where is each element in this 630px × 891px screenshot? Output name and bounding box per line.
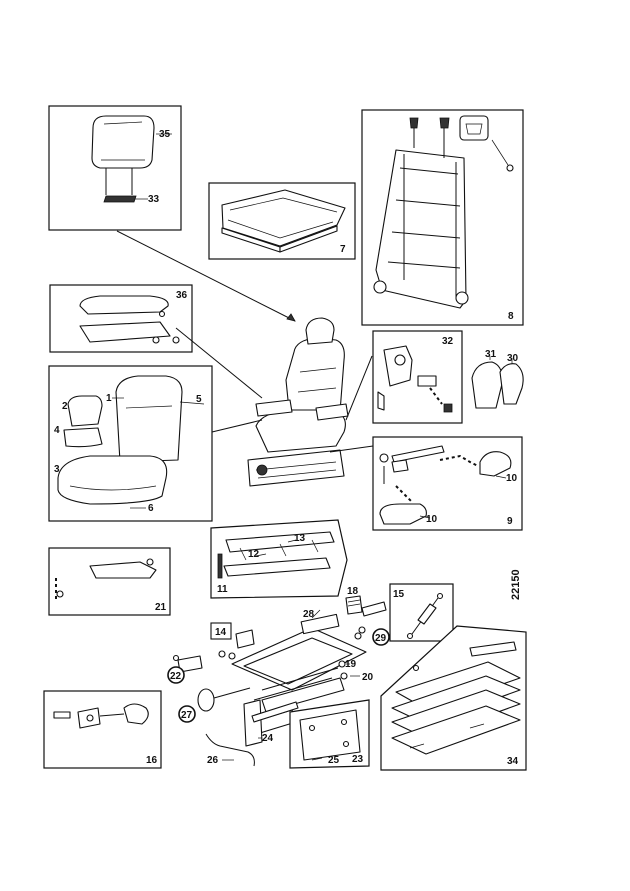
callout-28: 28 xyxy=(303,609,315,620)
callout-33: 33 xyxy=(148,194,160,205)
panel-9-levers xyxy=(372,436,523,531)
panel-8-backrest-frame xyxy=(361,109,524,326)
panel-label-9: 9 xyxy=(507,516,513,527)
cable-26-rod-24 xyxy=(205,701,299,767)
panel-label-7: 7 xyxy=(340,244,346,255)
assembled-seat xyxy=(247,317,349,487)
circled-callout-27: 27 xyxy=(181,710,193,721)
panel-14-tag xyxy=(210,622,255,660)
callout-10-lower: 10 xyxy=(426,514,438,525)
callout-35: 35 xyxy=(159,129,171,140)
document-id: 22150 xyxy=(510,569,522,600)
circled-callout-22-ring xyxy=(167,666,185,684)
callout-10-upper: 10 xyxy=(506,473,518,484)
panel-label-36: 36 xyxy=(176,290,188,301)
leader-lines xyxy=(116,230,374,453)
callout-4: 4 xyxy=(54,425,60,436)
panel-headrest xyxy=(48,105,182,231)
panel-label-21: 21 xyxy=(155,602,167,613)
callout-3: 3 xyxy=(54,464,60,475)
control-handles-31-30 xyxy=(471,356,524,409)
callout-13: 13 xyxy=(294,533,306,544)
circled-callout-22: 22 xyxy=(170,671,182,682)
panel-7-cushion-frame xyxy=(208,182,356,260)
callout-18: 18 xyxy=(347,586,359,597)
circled-callout-27-ring xyxy=(178,705,196,723)
panel-label-32: 32 xyxy=(442,336,454,347)
panel-label-16: 16 xyxy=(146,755,158,766)
panel-label-8: 8 xyxy=(508,311,514,322)
panel-label-15: 15 xyxy=(393,589,405,600)
panel-label-14: 14 xyxy=(215,627,227,638)
callout-6: 6 xyxy=(148,503,154,514)
callout-5: 5 xyxy=(196,394,202,405)
callout-1: 1 xyxy=(106,393,112,404)
callout-24: 24 xyxy=(262,733,274,744)
panel-16-handle xyxy=(43,690,162,769)
panel-21-bracket xyxy=(48,547,171,616)
callout-26: 26 xyxy=(207,755,219,766)
callout-31: 31 xyxy=(485,349,497,360)
callout-25: 25 xyxy=(328,755,340,766)
panel-15-gas-spring xyxy=(389,583,454,642)
callout-30: 30 xyxy=(507,353,519,364)
callout-12: 12 xyxy=(248,549,260,560)
callout-2: 2 xyxy=(62,401,68,412)
panel-32-controls xyxy=(372,330,463,424)
panel-36-armrest xyxy=(49,284,193,353)
part-27-knob xyxy=(197,687,251,712)
panel-label-23: 23 xyxy=(352,754,364,765)
circled-callout-29: 29 xyxy=(375,633,387,644)
callout-19: 19 xyxy=(345,659,357,670)
panel-label-34: 34 xyxy=(507,756,519,767)
panel-11-rails xyxy=(210,519,348,599)
panel-23-plate xyxy=(289,699,370,769)
panel-34-base xyxy=(380,625,527,771)
panel-label-11: 11 xyxy=(217,584,228,595)
panel-seat-upholstery xyxy=(48,365,213,522)
circled-callout-29-ring xyxy=(372,628,390,646)
callout-20: 20 xyxy=(362,672,374,683)
